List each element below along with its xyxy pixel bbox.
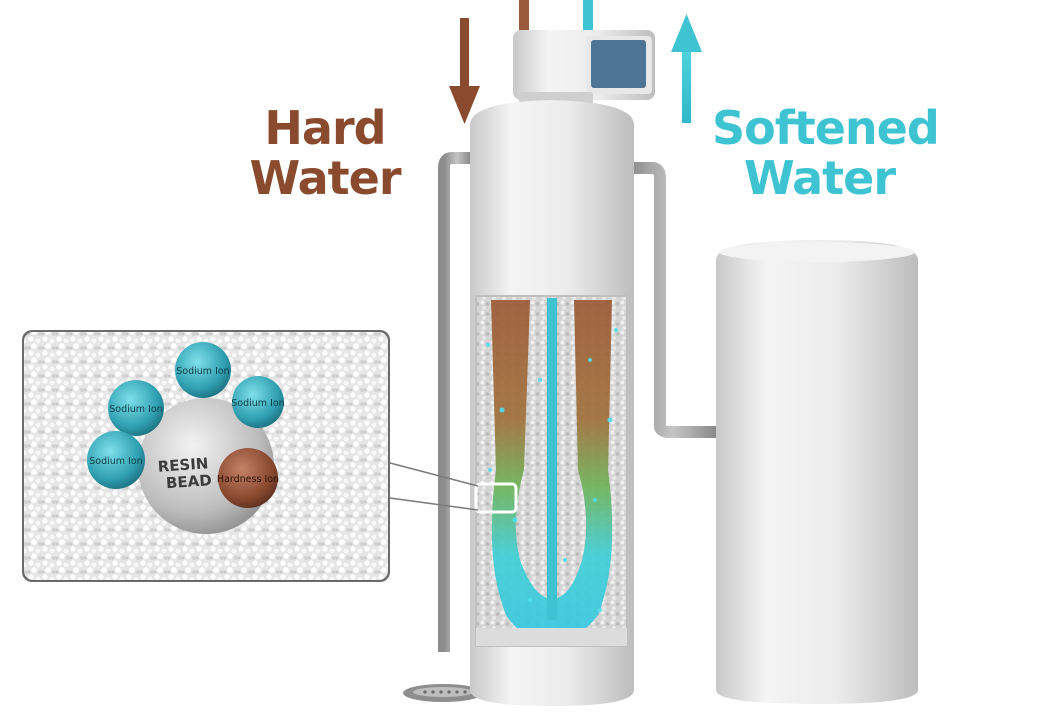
hard-water-line-1: Hard: [264, 101, 386, 155]
water-flow-path: [491, 300, 613, 640]
sodium-ion-label: Sodium Ion: [176, 366, 229, 377]
riser-tube: [547, 298, 557, 620]
outlet-pipe-top: [583, 0, 593, 34]
resin-tank: [470, 100, 634, 706]
sodium-ion-label: Sodium Ion: [89, 456, 142, 467]
sodium-ion: [232, 376, 284, 428]
brine-tank: [716, 240, 918, 704]
softened-water-arrow-icon: [671, 14, 702, 123]
sodium-ion-label: Sodium Ion: [231, 398, 284, 409]
sodium-ion: [87, 431, 145, 489]
resin-bead-label: RESIN BEAD: [157, 454, 215, 493]
control-valve-head: [513, 30, 655, 108]
sodium-ion: [175, 342, 231, 398]
softened-water-line-1: Softened: [712, 101, 940, 155]
zoom-indicator-box: [474, 482, 518, 514]
hardness-ion: [218, 448, 278, 508]
brine-line-pipe: [438, 152, 470, 652]
hard-water-arrow-icon: [449, 18, 480, 124]
softened-water-label: Softened Water: [712, 101, 940, 205]
hardness-ion-label: Hardness Ion: [217, 474, 279, 485]
hard-water-label: Hard Water: [240, 101, 410, 205]
sodium-ion-label: Sodium Ion: [109, 404, 162, 415]
softened-water-line-2: Water: [743, 150, 896, 205]
tank-connection-pipe: [630, 162, 716, 438]
inlet-pipe-top: [519, 0, 529, 34]
hard-water-line-2: Water: [249, 150, 401, 205]
sodium-ion: [108, 380, 164, 436]
